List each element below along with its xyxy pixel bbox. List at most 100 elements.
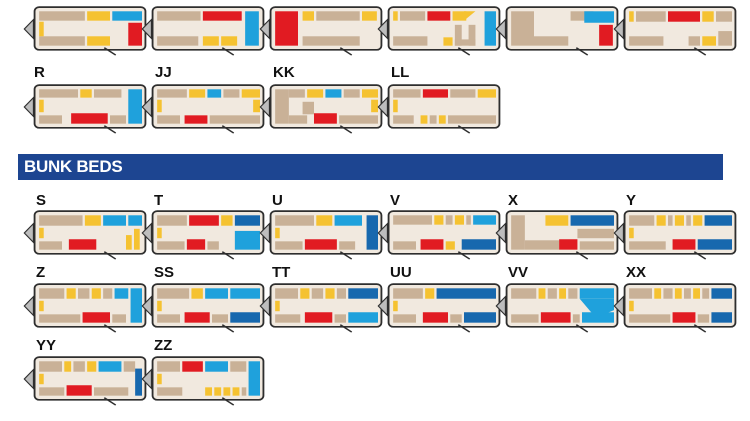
room-block — [157, 115, 180, 124]
room-block — [636, 11, 666, 22]
floorplan-svg — [377, 210, 501, 260]
hitch-icon — [377, 222, 388, 244]
floorplan-svg — [259, 84, 383, 134]
room-block — [186, 239, 206, 250]
door-icon — [103, 324, 117, 333]
room-block — [702, 11, 714, 22]
room-block — [429, 115, 437, 124]
hitch-icon — [377, 96, 388, 118]
room-block — [668, 11, 700, 22]
room-block — [275, 288, 298, 299]
layout-label-t: T — [154, 192, 164, 209]
room-block — [68, 239, 97, 250]
floorplan-svg — [23, 356, 147, 406]
room-block — [693, 215, 703, 226]
floorplan-r0c0 — [22, 4, 150, 56]
floorplan-r0c1 — [140, 4, 268, 56]
hitch-icon — [141, 368, 152, 390]
room-block — [189, 215, 219, 226]
hitch-icon — [259, 222, 270, 244]
room-block — [316, 215, 333, 226]
room-block — [629, 288, 652, 299]
door-icon — [457, 125, 471, 134]
floorplan-svg — [613, 283, 737, 333]
room-block — [91, 288, 101, 299]
room-block — [654, 288, 662, 299]
room-block — [80, 89, 92, 98]
room-block — [366, 215, 378, 250]
room-block — [420, 239, 444, 250]
room-block — [570, 11, 594, 21]
floorplan-svg — [23, 84, 147, 134]
layout-label-z: Z — [36, 264, 46, 281]
room-block — [253, 99, 260, 113]
hitch-icon — [23, 295, 34, 317]
room-block — [704, 215, 732, 226]
room-block — [157, 227, 162, 239]
door-icon — [575, 47, 589, 56]
room-block — [572, 314, 580, 323]
room-block — [128, 22, 142, 46]
room-block — [234, 230, 260, 250]
room-block — [202, 11, 242, 21]
room-block — [579, 298, 614, 317]
room-block — [209, 115, 260, 124]
room-block — [484, 11, 496, 46]
hitch-icon — [23, 18, 34, 40]
floorplan-uu — [376, 281, 504, 333]
room-block — [711, 312, 732, 323]
room-block — [307, 89, 324, 98]
room-block — [339, 115, 378, 124]
hitch-icon — [23, 368, 34, 390]
room-block — [436, 288, 496, 299]
room-block — [464, 11, 476, 21]
room-block — [71, 113, 108, 124]
room-block — [393, 215, 432, 225]
room-block — [393, 89, 421, 98]
door-icon — [103, 47, 117, 56]
room-block — [230, 288, 260, 299]
floorplan-svg — [141, 210, 265, 260]
room-block — [420, 115, 428, 124]
floorplan-r0c4 — [494, 4, 622, 56]
hitch-icon — [259, 18, 270, 40]
room-block — [716, 11, 732, 22]
room-block — [288, 89, 305, 98]
room-block — [157, 300, 162, 312]
hitch-icon — [141, 96, 152, 118]
floorplan-x — [494, 208, 622, 260]
floorplan-svg — [259, 283, 383, 333]
room-block — [438, 115, 446, 124]
layout-label-y: Y — [626, 192, 637, 209]
floorplan-svg — [23, 283, 147, 333]
room-block — [473, 215, 496, 225]
room-block — [245, 11, 259, 46]
room-block — [393, 36, 428, 46]
door-icon — [339, 251, 353, 260]
room-block — [302, 36, 360, 46]
room-block — [629, 215, 655, 226]
room-block — [202, 36, 219, 46]
room-block — [221, 36, 238, 46]
room-block — [629, 36, 664, 46]
hitch-icon — [613, 18, 624, 40]
hitch-icon — [377, 295, 388, 317]
door-icon — [221, 397, 235, 406]
room-block — [302, 101, 314, 115]
room-block — [656, 215, 666, 226]
layout-label-ss: SS — [154, 264, 175, 281]
layout-label-yy: YY — [36, 337, 57, 354]
floorplan-svg — [141, 356, 265, 406]
room-block — [39, 361, 62, 372]
hitch-icon — [259, 96, 270, 118]
room-block — [66, 288, 76, 299]
room-block — [697, 239, 732, 250]
room-block — [39, 227, 44, 239]
room-block — [112, 11, 142, 21]
room-block — [511, 314, 539, 323]
room-block — [468, 24, 476, 46]
floorplan-svg — [141, 283, 265, 333]
door-icon — [457, 47, 471, 56]
room-block — [39, 241, 62, 250]
room-block — [94, 89, 122, 98]
